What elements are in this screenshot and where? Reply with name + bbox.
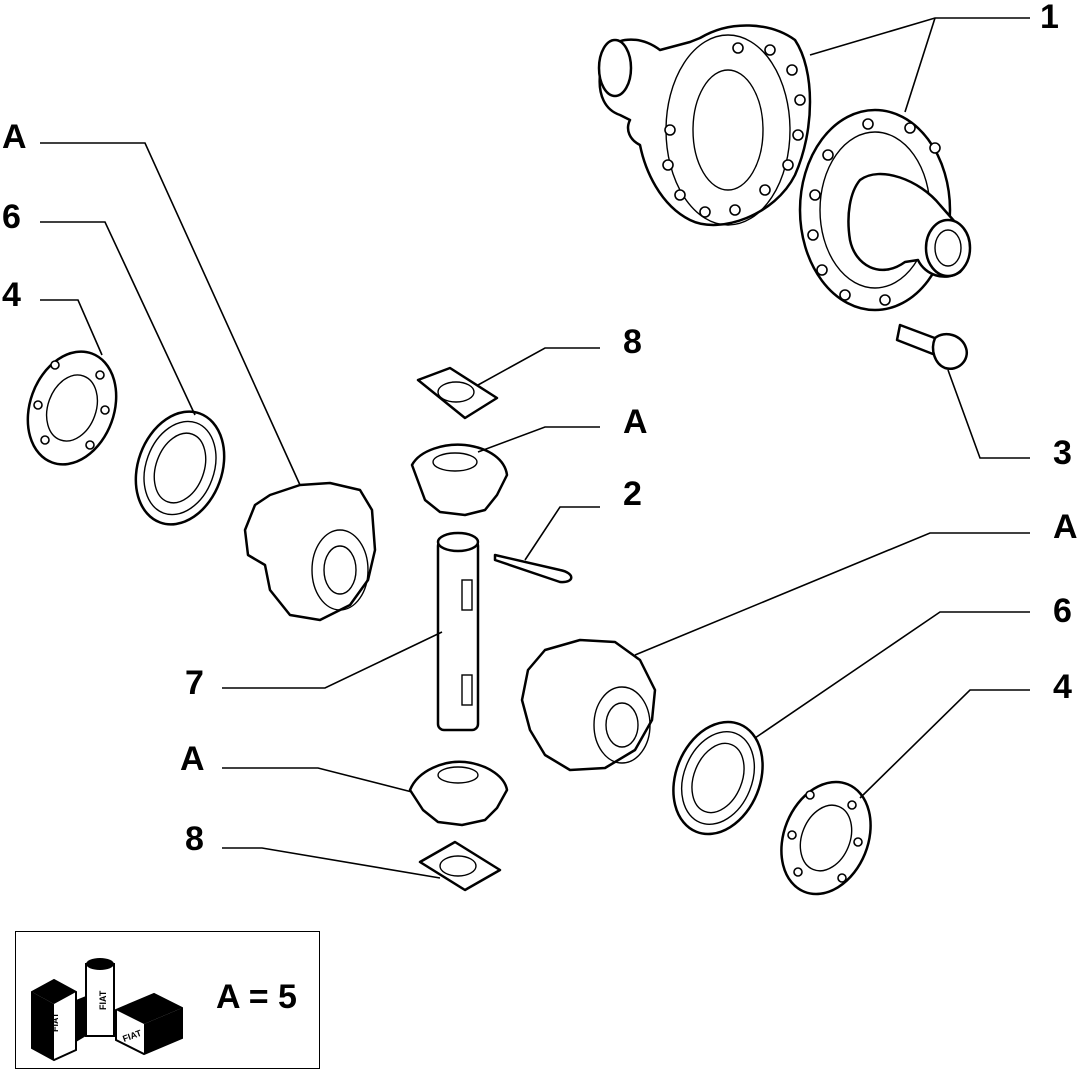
- callout-7: 7: [185, 664, 204, 702]
- leader-4b: [859, 689, 1030, 799]
- callout-6-left: 6: [2, 198, 21, 236]
- bearing-washer-left: [134, 410, 226, 526]
- leader-3: [947, 369, 1030, 459]
- pinion-shaft: [436, 531, 480, 732]
- leader-6a: [40, 221, 196, 416]
- leader-2: [524, 506, 600, 561]
- pinion-washer-lower: [418, 840, 502, 892]
- leader-A3: [634, 532, 1030, 656]
- split-pin: [493, 553, 573, 584]
- leader-A1: [40, 142, 301, 486]
- leader-8a: [477, 347, 600, 386]
- pinion-washer-upper: [416, 366, 499, 420]
- pinion-gear-lower: [408, 760, 509, 827]
- legend-text: A = 5: [216, 978, 297, 1016]
- callout-6-right: 6: [1053, 592, 1072, 630]
- callout-4-right: 4: [1053, 668, 1072, 706]
- bolt: [895, 323, 969, 371]
- callout-1: 1: [1040, 0, 1059, 36]
- leader-6b: [754, 611, 1030, 739]
- callout-A-lower-pinion: A: [180, 740, 205, 778]
- callout-4-left: 4: [2, 276, 21, 314]
- differential-housing-left-half: [597, 24, 812, 227]
- legend-brand-center: FIAT: [98, 990, 108, 1010]
- differential-housing-right-half: [798, 108, 972, 312]
- bearing-washer-right: [672, 720, 764, 836]
- fiat-kit-box-icon: FIAT FIAT FIAT: [31, 958, 183, 1062]
- legend-brand-left: FIAT: [50, 1012, 60, 1032]
- leader-7: [222, 631, 443, 689]
- callout-A-right-gear: A: [1053, 508, 1078, 546]
- side-gear-left: [243, 481, 377, 622]
- leader-1: [809, 17, 1030, 56]
- leader-1b: [904, 17, 936, 113]
- callout-A-left-gear: A: [2, 118, 27, 156]
- callout-3: 3: [1053, 434, 1072, 472]
- leader-8b: [222, 847, 441, 879]
- side-gear-right: [520, 638, 657, 772]
- callout-8-lower: 8: [185, 820, 204, 858]
- callout-labels: 1 A 6 4 8 A 3 2 A 6 7 4 A 8: [2, 0, 1078, 858]
- pinion-gear-upper: [410, 443, 509, 517]
- callout-2: 2: [623, 475, 642, 513]
- callout-8-upper: 8: [623, 323, 642, 361]
- thrust-washer-right: [780, 780, 872, 896]
- leader-A2: [477, 426, 600, 453]
- callout-A-upper-pinion: A: [623, 403, 648, 441]
- legend-box: FIAT FIAT FIAT A = 5: [15, 931, 320, 1069]
- leader-A4: [222, 767, 413, 793]
- leader-4a: [40, 299, 103, 356]
- thrust-washer-left: [26, 350, 118, 466]
- leader-lines: [40, 17, 1030, 879]
